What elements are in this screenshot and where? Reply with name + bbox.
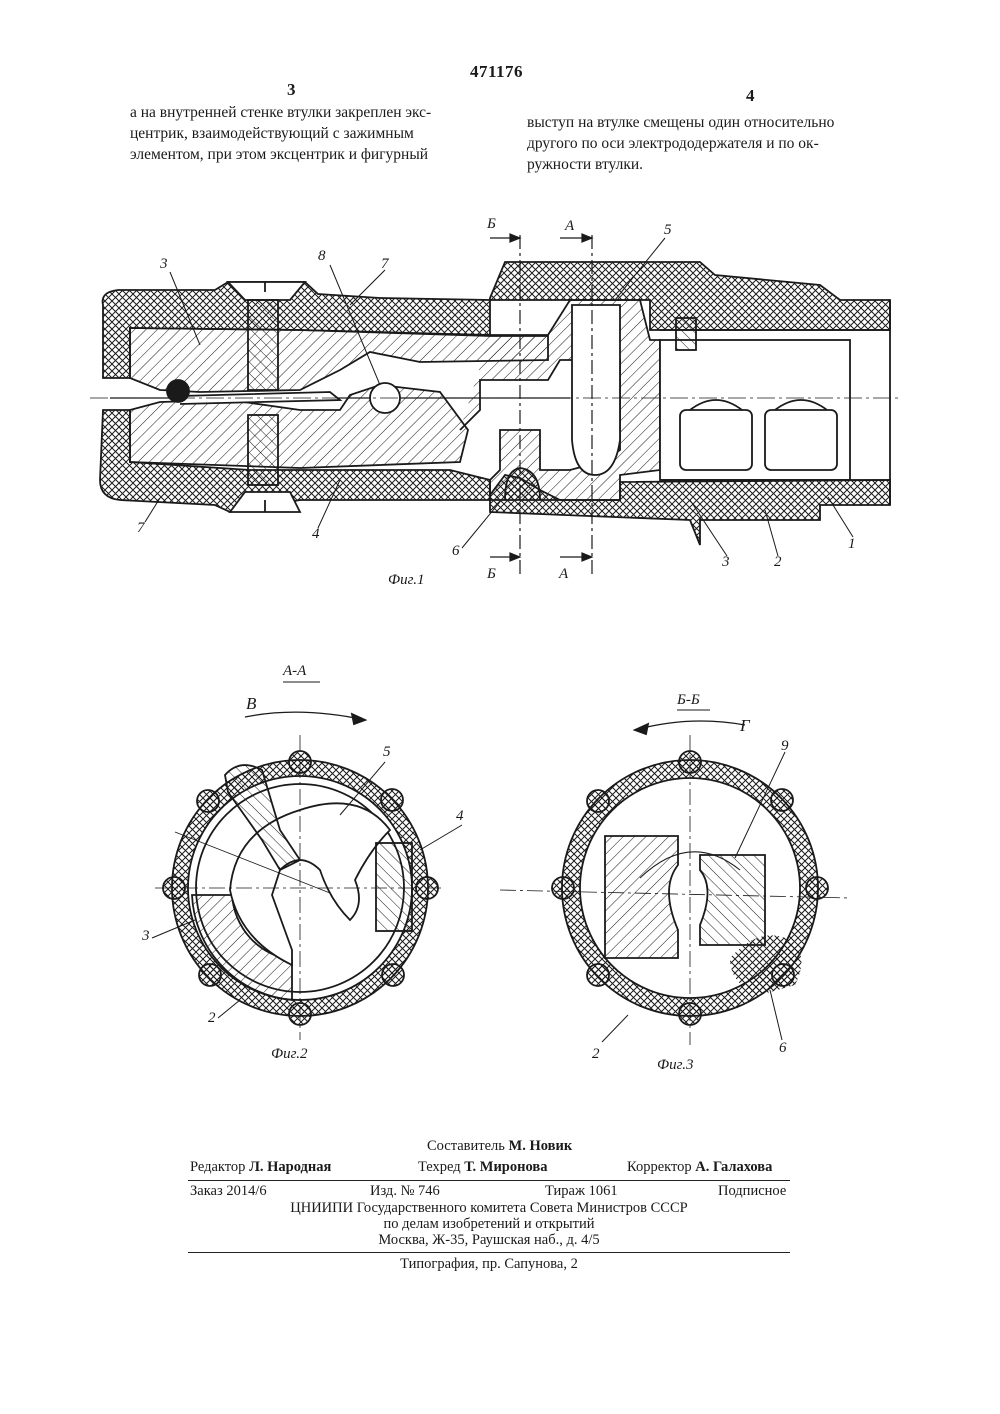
fig2-section-title: А-А <box>283 663 306 680</box>
corrector-label: Корректор <box>627 1159 692 1175</box>
fig1-drawing <box>90 262 900 545</box>
fig2-label-5: 5 <box>383 744 391 761</box>
fig1-label-3: 3 <box>160 256 168 273</box>
fig1-section-mark-b-bottom: Б <box>487 566 496 583</box>
fig1-label-7-bottom: 7 <box>137 520 145 537</box>
techred-label: Техред <box>418 1159 461 1175</box>
imprint-org-line3: Москва, Ж-35, Раушская наб., д. 4/5 <box>188 1232 790 1249</box>
fig2-label-2: 2 <box>208 1010 216 1027</box>
fig1-label-2: 2 <box>774 554 782 571</box>
fig2-label-4: 4 <box>456 808 464 825</box>
fig2-drawing <box>155 712 445 1040</box>
fig1-label-1: 1 <box>848 536 856 553</box>
imprint-techred: Техред Т. Миронова <box>418 1159 547 1176</box>
fig1-label-3-right: 3 <box>722 554 730 571</box>
fig2-arrow-label: В <box>246 694 256 714</box>
imprint-subscription: Подписное <box>718 1183 786 1200</box>
fig3-drawing <box>500 721 850 1045</box>
compiler-name: М. Новик <box>509 1138 573 1154</box>
fig2-caption: Фиг.2 <box>271 1046 307 1063</box>
fig1-label-8: 8 <box>318 248 326 265</box>
fig1-label-5: 5 <box>664 222 672 239</box>
imprint-corrector: Корректор А. Галахова <box>627 1159 772 1176</box>
imprint-org-line2: по делам изобретений и открытий <box>188 1216 790 1233</box>
imprint-printer: Типография, пр. Сапунова, 2 <box>188 1256 790 1273</box>
fig3-label-6: 6 <box>779 1040 787 1057</box>
editor-label: Редактор <box>190 1159 245 1175</box>
imprint-order: Заказ 2014/6 <box>190 1183 267 1200</box>
imprint-org-line1: ЦНИИПИ Государственного комитета Совета … <box>188 1200 790 1217</box>
imprint-rule-top <box>188 1180 790 1181</box>
imprint-compiler: Составитель М. Новик <box>427 1138 572 1155</box>
fig1-section-mark-a-top: А <box>565 218 574 235</box>
fig1-section-mark-b-top: Б <box>487 216 496 233</box>
fig2-label-3: 3 <box>142 928 150 945</box>
fig1-caption: Фиг.1 <box>388 572 424 589</box>
imprint-rule-bottom <box>188 1252 790 1253</box>
compiler-label: Составитель <box>427 1138 505 1154</box>
corrector-name: А. Галахова <box>695 1159 772 1175</box>
imprint-circulation: Тираж 1061 <box>545 1183 618 1200</box>
imprint-editor: Редактор Л. Народная <box>190 1159 331 1176</box>
fig3-label-9: 9 <box>781 738 789 755</box>
fig3-section-title: Б-Б <box>677 692 700 709</box>
fig3-label-2: 2 <box>592 1046 600 1063</box>
fig1-label-7-top: 7 <box>381 256 389 273</box>
techred-name: Т. Миронова <box>464 1159 547 1175</box>
fig1-label-6: 6 <box>452 543 460 560</box>
editor-name: Л. Народная <box>249 1159 331 1175</box>
fig1-label-4: 4 <box>312 526 320 543</box>
fig3-caption: Фиг.3 <box>657 1057 693 1074</box>
fig1-section-mark-a-bottom: А <box>559 566 568 583</box>
imprint-issue: Изд. № 746 <box>370 1183 440 1200</box>
fig3-arrow-label: Г <box>740 716 750 736</box>
